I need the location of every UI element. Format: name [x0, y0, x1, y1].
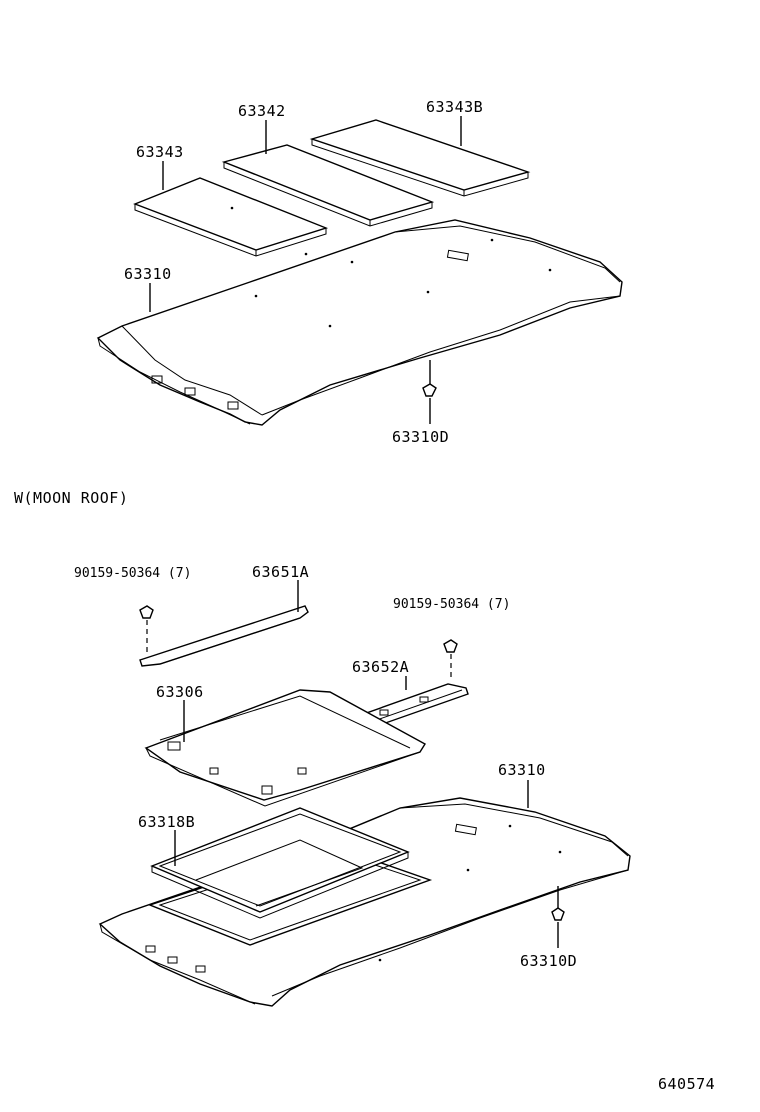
screw-90159-right [443, 639, 458, 680]
label-63310d-top: 63310D [392, 428, 449, 446]
label-90159-left: 90159-50364 (7) [74, 566, 191, 581]
label-63306: 63306 [156, 683, 204, 701]
label-90159-right: 90159-50364 (7) [393, 597, 510, 612]
label-63318b: 63318B [138, 813, 195, 831]
section-title-moon-roof: W(MOON ROOF) [14, 489, 128, 507]
label-63342: 63342 [238, 102, 286, 120]
seal-63318b [150, 807, 410, 919]
rail-63651a [139, 605, 309, 667]
label-63343: 63343 [136, 143, 184, 161]
label-63343b: 63343B [426, 98, 483, 116]
screw-90159-left [139, 605, 154, 652]
label-63310-top: 63310 [124, 265, 172, 283]
label-63652a: 63652A [352, 658, 409, 676]
pad-63343 [133, 177, 329, 257]
sunshade-63306 [144, 689, 426, 807]
pad-63343b [309, 119, 531, 197]
label-63310-bottom: 63310 [498, 761, 546, 779]
clip-63310d-top [422, 360, 437, 397]
label-63310d-bottom: 63310D [520, 952, 577, 970]
diagram-id: 640574 [658, 1075, 715, 1093]
label-63651a: 63651A [252, 563, 309, 581]
headliner-63310-top [96, 219, 623, 426]
clip-63310d-bottom [551, 886, 565, 921]
